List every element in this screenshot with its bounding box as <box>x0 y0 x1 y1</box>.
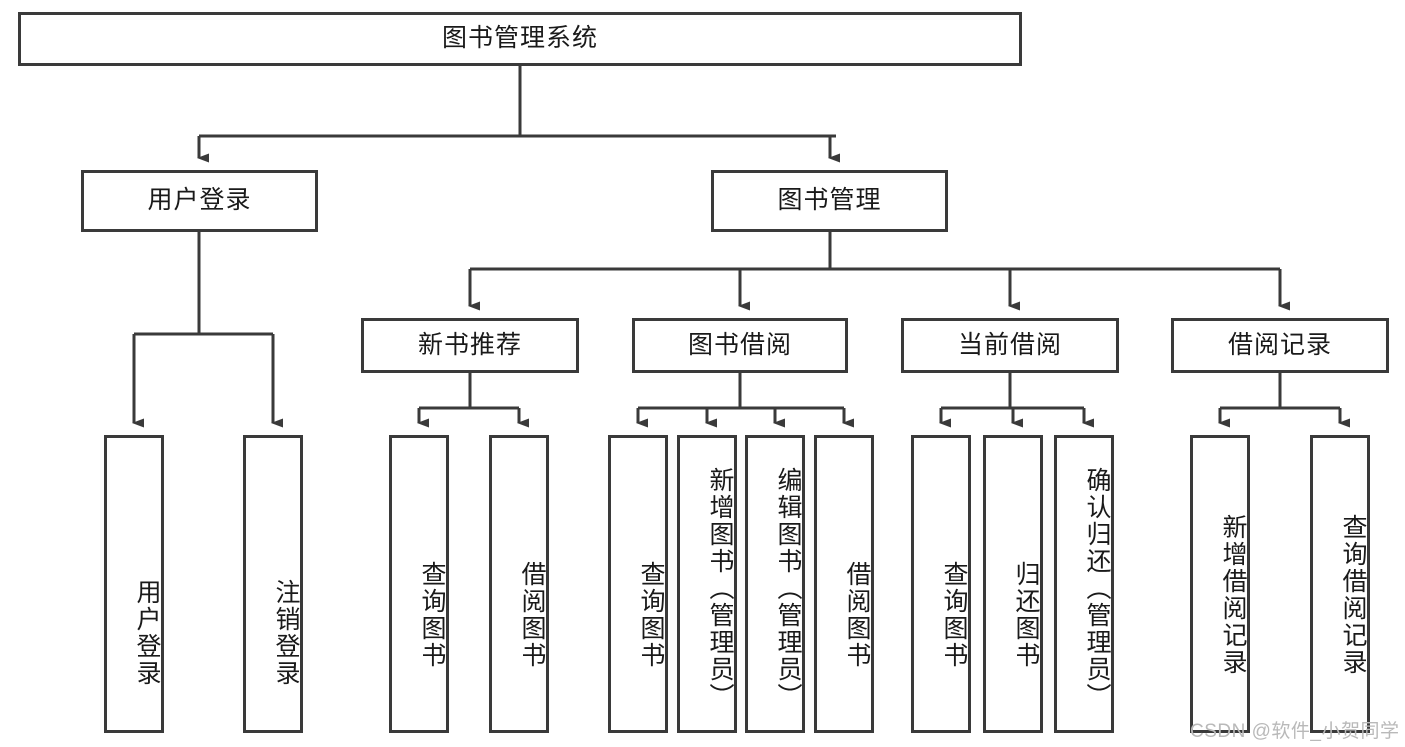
node-leaf-add-book-label: 新增图书（管理员） <box>706 466 734 710</box>
csdn-watermark: CSDN @软件_小贺同学 <box>1190 721 1400 742</box>
node-current-borrow[interactable]: 当前借阅 <box>901 318 1119 373</box>
node-book-manage[interactable]: 图书管理 <box>711 170 948 232</box>
node-leaf-logout-label: 注销登录 <box>272 579 300 687</box>
node-leaf-borrow-book-2-label: 借阅图书 <box>843 561 871 669</box>
node-leaf-confirm-return-label: 确认归还（管理员） <box>1083 466 1111 710</box>
node-leaf-add-book[interactable]: 新增图书（管理员） <box>677 435 737 733</box>
node-leaf-query-record[interactable]: 查询借阅记录 <box>1310 435 1370 733</box>
node-current-borrow-label: 当前借阅 <box>957 330 1062 359</box>
node-leaf-user-login[interactable]: 用户登录 <box>104 435 164 733</box>
node-book-borrow[interactable]: 图书借阅 <box>632 318 848 373</box>
node-user-login[interactable]: 用户登录 <box>81 170 318 232</box>
node-leaf-query-book-3-label: 查询图书 <box>940 561 968 669</box>
node-new-book-recommend[interactable]: 新书推荐 <box>361 318 579 373</box>
node-leaf-confirm-return[interactable]: 确认归还（管理员） <box>1054 435 1114 733</box>
node-user-login-label: 用户登录 <box>147 186 252 215</box>
node-root-label: 图书管理系统 <box>441 24 598 53</box>
node-leaf-logout[interactable]: 注销登录 <box>243 435 303 733</box>
node-root[interactable]: 图书管理系统 <box>18 12 1022 66</box>
node-leaf-query-book-1-label: 查询图书 <box>418 561 446 669</box>
node-leaf-add-record[interactable]: 新增借阅记录 <box>1190 435 1250 733</box>
node-leaf-query-book-1[interactable]: 查询图书 <box>389 435 449 733</box>
node-leaf-query-book-3[interactable]: 查询图书 <box>911 435 971 733</box>
node-new-book-recommend-label: 新书推荐 <box>417 330 522 359</box>
node-leaf-borrow-book-1-label: 借阅图书 <box>518 561 546 669</box>
node-borrow-record[interactable]: 借阅记录 <box>1171 318 1389 373</box>
node-leaf-query-book-2[interactable]: 查询图书 <box>608 435 668 733</box>
node-leaf-return-book-label: 归还图书 <box>1012 561 1040 669</box>
node-leaf-user-login-label: 用户登录 <box>133 579 161 687</box>
node-leaf-borrow-book-1[interactable]: 借阅图书 <box>489 435 549 733</box>
node-leaf-return-book[interactable]: 归还图书 <box>983 435 1043 733</box>
node-borrow-record-label: 借阅记录 <box>1227 330 1332 359</box>
node-leaf-query-record-label: 查询借阅记录 <box>1339 514 1367 676</box>
node-leaf-edit-book[interactable]: 编辑图书（管理员） <box>745 435 805 733</box>
node-book-borrow-label: 图书借阅 <box>687 330 792 359</box>
node-leaf-query-book-2-label: 查询图书 <box>637 561 665 669</box>
node-leaf-borrow-book-2[interactable]: 借阅图书 <box>814 435 874 733</box>
node-leaf-edit-book-label: 编辑图书（管理员） <box>774 466 802 710</box>
node-book-manage-label: 图书管理 <box>777 186 882 215</box>
node-leaf-add-record-label: 新增借阅记录 <box>1219 514 1247 676</box>
